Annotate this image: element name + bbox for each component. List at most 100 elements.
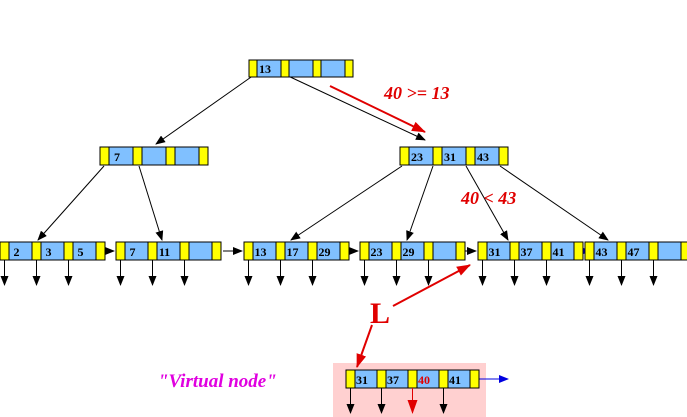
pointer-slot: [275, 241, 286, 261]
next-pointer-slot: [455, 241, 466, 261]
key-slot: [174, 146, 200, 166]
key-slot: [72, 241, 97, 261]
key-label: 37: [521, 245, 533, 259]
pointer-slot: [132, 146, 143, 166]
edge-internal-right-to-leaf-5: [465, 165, 509, 241]
pointer-slot: [280, 59, 290, 78]
key-slot: [288, 59, 314, 78]
key-label: 43: [596, 245, 608, 259]
node-leaf-5: 31 37 41: [477, 241, 584, 261]
pointer-slot: [648, 241, 659, 261]
leaf-links: [103, 243, 683, 383]
pointer-slot: [423, 241, 434, 261]
key-label: 23: [411, 150, 423, 164]
key-slot: [40, 241, 65, 261]
key-label: 29: [403, 245, 415, 259]
edge-internal-right-to-leaf-3: [290, 165, 403, 241]
key-label: 7: [130, 245, 136, 259]
pointer-slot: [248, 59, 258, 78]
pointer-slot: [541, 241, 552, 261]
key-label: 3: [46, 245, 52, 259]
edge-root-to-internal-left: [155, 74, 255, 145]
node-internal-right: 23 31 43: [399, 146, 509, 166]
key-label: 13: [255, 245, 267, 259]
key-label: 2: [14, 245, 20, 259]
next-pointer-slot: [339, 241, 350, 261]
key-label: 29: [319, 245, 331, 259]
pointer-slot: [477, 241, 488, 261]
pointer-slot: [465, 146, 476, 166]
pointer-slot: [509, 241, 520, 261]
tree-edges: [37, 74, 609, 241]
next-pointer-slot: [680, 241, 687, 261]
next-pointer-slot: [573, 241, 584, 261]
search-arrow-root: [329, 85, 426, 133]
pointer-slot: [243, 241, 254, 261]
node-leaf-4: 23 29: [359, 241, 466, 261]
pointer-slot: [63, 241, 74, 261]
key-label: 31: [356, 373, 368, 387]
pointer-slot: [307, 241, 318, 261]
pointer-slot: [165, 146, 176, 166]
pointer-slot: [99, 146, 110, 166]
leaf-label-L: L: [370, 297, 390, 330]
node-leaf-1: 2 3 5: [0, 241, 106, 261]
key-label: 17: [287, 245, 299, 259]
key-label: 11: [159, 245, 170, 259]
pointer-slot: [407, 369, 418, 389]
node-root: 13: [248, 59, 354, 78]
key-label: 37: [387, 373, 399, 387]
pointer-slot: [115, 241, 126, 261]
key-label: 41: [553, 245, 565, 259]
pointer-slot: [147, 241, 158, 261]
key-slot: [432, 241, 457, 261]
next-pointer-slot: [95, 241, 106, 261]
edge-internal-right-to-leaf-6: [499, 165, 609, 241]
key-slot: [188, 241, 213, 261]
next-pointer-slot: [469, 369, 480, 389]
pointer-slot: [432, 146, 443, 166]
search-arrow-to-leaf: [392, 264, 471, 307]
pointer-slot: [438, 369, 449, 389]
key-slot: [8, 241, 33, 261]
virtual-node-label: "Virtual node": [158, 371, 277, 392]
key-slot: [108, 146, 134, 166]
pointer-slot: [616, 241, 627, 261]
key-label-inserted: 40: [418, 373, 430, 387]
key-slot: [320, 59, 346, 78]
key-slot: [657, 241, 682, 261]
next-pointer-slot: [211, 241, 222, 261]
key-label: 23: [371, 245, 383, 259]
key-label: 43: [477, 150, 489, 164]
edge-internal-left-to-leaf-1: [37, 165, 105, 241]
key-label: 5: [78, 245, 84, 259]
key-label: 13: [259, 62, 271, 76]
pointer-slot: [179, 241, 190, 261]
pointer-slot: [0, 241, 10, 261]
next-pointer-slot: [344, 59, 354, 78]
pointer-slot: [376, 369, 387, 389]
node-virtual: 31 37 40 41: [345, 369, 480, 389]
key-slot: [141, 146, 167, 166]
pointer-slot: [399, 146, 410, 166]
next-pointer-slot: [498, 146, 509, 166]
annotation-compare-internal: 40 < 43: [460, 188, 516, 208]
edge-root-to-internal-right: [285, 74, 426, 141]
edge-internal-right-to-leaf-4: [406, 165, 434, 241]
key-label: 7: [114, 150, 120, 164]
key-label: 41: [449, 373, 461, 387]
node-internal-left: 7: [99, 146, 209, 166]
key-label: 31: [444, 150, 456, 164]
pointer-slot: [391, 241, 402, 261]
pointer-slot: [345, 369, 356, 389]
pointer-slot: [359, 241, 370, 261]
node-leaf-2: 7 11: [115, 241, 222, 261]
child-pointers: [0, 260, 658, 414]
annotation-compare-root: 40 >= 13: [383, 83, 450, 103]
key-label: 31: [489, 245, 501, 259]
node-leaf-3: 13 17 29: [243, 241, 350, 261]
